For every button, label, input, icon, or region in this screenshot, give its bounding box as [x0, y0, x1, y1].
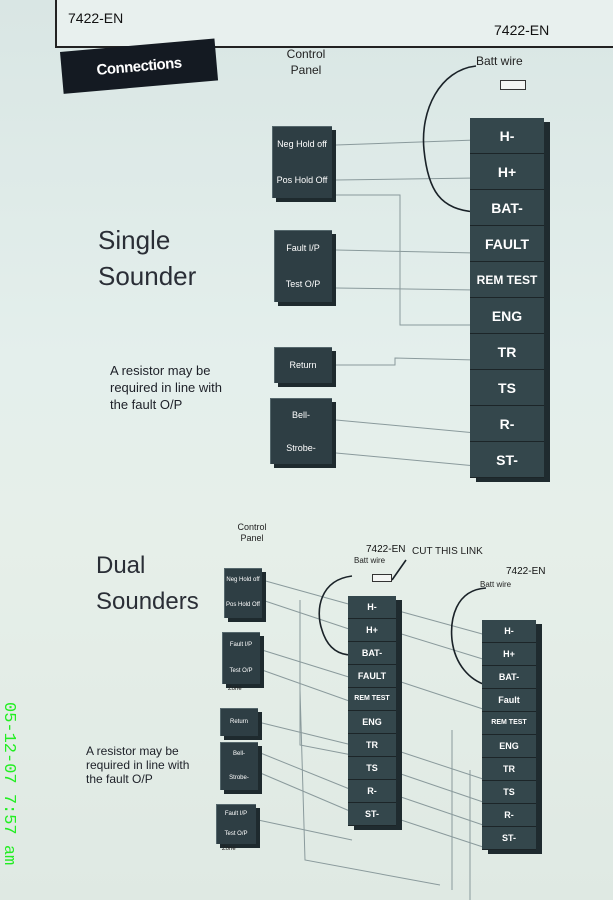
dual2-terminal-eng: ENG	[482, 735, 536, 758]
zone-label-2: Zone	[222, 846, 236, 852]
dual1-terminal-st-minus: ST-	[348, 803, 396, 826]
dual1-terminal-ts: TS	[348, 757, 396, 780]
batt-link	[500, 80, 526, 90]
terminal-bat-minus: BAT-	[470, 190, 544, 226]
dual-module2-code: 7422-EN	[506, 566, 546, 577]
terminal-h-plus: H+	[470, 154, 544, 190]
dual2-terminal-ts: TS	[482, 781, 536, 804]
dual1-terminal-eng: ENG	[348, 711, 396, 734]
dual-batt-link-1	[372, 574, 392, 582]
dual-batt-wire-label-1: Batt wire	[354, 556, 386, 565]
terminal-r-minus: R-	[470, 406, 544, 442]
dual2-terminal-tr: TR	[482, 758, 536, 781]
dual2-terminal-st-minus: ST-	[482, 827, 536, 850]
terminal-eng: ENG	[470, 298, 544, 334]
terminal-fault: FAULT	[470, 226, 544, 262]
dual1-terminal-h-plus: H+	[348, 619, 396, 642]
panel-box-return: Return	[274, 347, 332, 383]
terminal-strip: H- H+ BAT- FAULT REM TEST ENG TR TS R- S…	[470, 118, 544, 478]
terminal-tr: TR	[470, 334, 544, 370]
dual2-terminal-r-minus: R-	[482, 804, 536, 827]
dual2-terminal-h-minus: H-	[482, 620, 536, 643]
dual2-terminal-fault: Fault	[482, 689, 536, 712]
zone-label-1: Zone	[228, 686, 242, 692]
camera-timestamp: 05-12-07 7:57 am	[0, 702, 18, 866]
dual1-terminal-tr: TR	[348, 734, 396, 757]
dual1-terminal-fault: FAULT	[348, 665, 396, 688]
terminal-st-minus: ST-	[470, 442, 544, 478]
cut-link-label: CUT THIS LINK	[412, 546, 483, 557]
dual1-terminal-r-minus: R-	[348, 780, 396, 803]
dual1-terminal-bat-minus: BAT-	[348, 642, 396, 665]
terminal-rem-test: REM TEST	[470, 262, 544, 298]
dual-terminal-strip-2: H- H+ BAT- Fault REM TEST ENG TR TS R- S…	[482, 620, 536, 850]
dual2-terminal-bat-minus: BAT-	[482, 666, 536, 689]
dual-terminal-strip-1: H- H+ BAT- FAULT REM TEST ENG TR TS R- S…	[348, 596, 396, 826]
dual2-terminal-h-plus: H+	[482, 643, 536, 666]
dual-panel-box-bell-strobe: Bell-Strobe-	[220, 742, 258, 790]
batt-wire-label: Batt wire	[476, 54, 523, 68]
terminal-ts: TS	[470, 370, 544, 406]
dual2-terminal-rem-test: REM TEST	[482, 712, 536, 735]
terminal-h-minus: H-	[470, 118, 544, 154]
doc-code: 7422-EN	[68, 10, 124, 26]
dual-module1-code: 7422-EN	[366, 544, 406, 555]
dual1-terminal-rem-test: REM TEST	[348, 688, 396, 711]
dual-panel-box-return: Return	[220, 708, 258, 736]
header-frame	[55, 0, 613, 48]
dual1-terminal-h-minus: H-	[348, 596, 396, 619]
panel-box-bell-strobe: Bell-Strobe-	[270, 398, 332, 464]
module-code: 7422-EN	[494, 22, 550, 38]
dual-batt-wire-label-2: Batt wire	[480, 580, 512, 589]
